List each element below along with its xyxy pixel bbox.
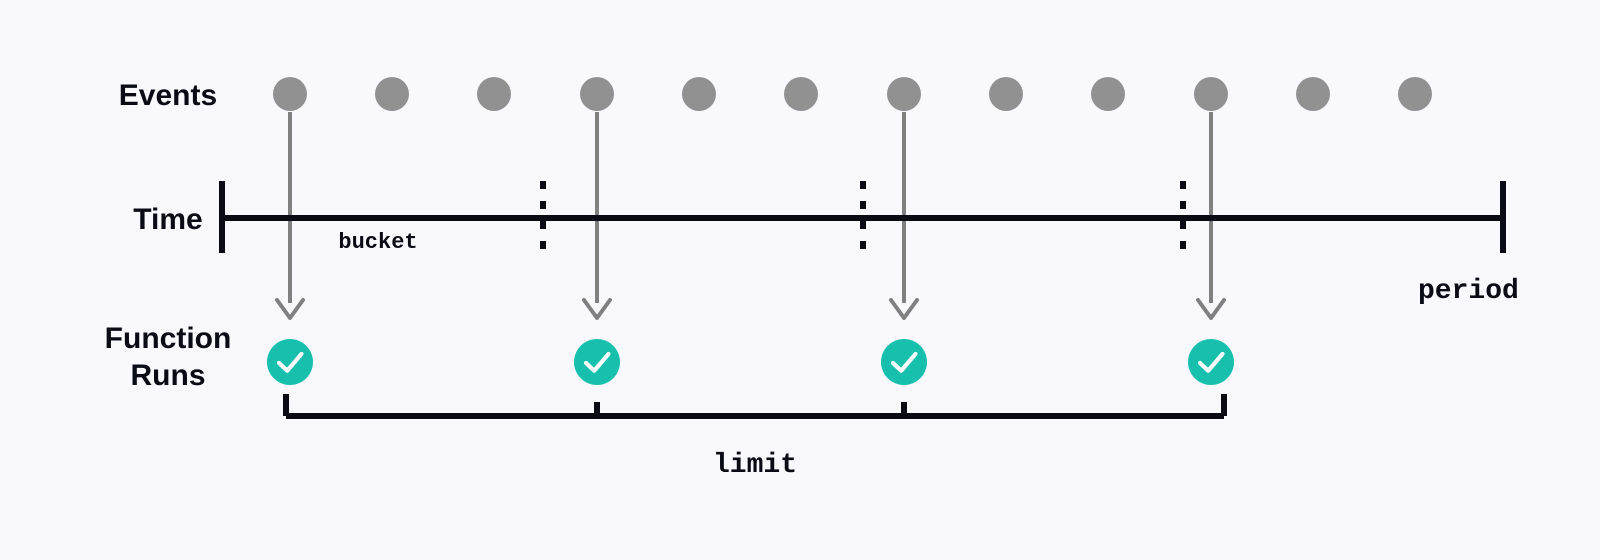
- period-label: period: [1418, 276, 1519, 307]
- function-run-circles-group: [267, 339, 1234, 385]
- event-dot: [682, 77, 716, 111]
- check-icon: [276, 351, 304, 373]
- check-icon: [583, 351, 611, 373]
- check-icon: [890, 351, 918, 373]
- function-run-circle: [881, 339, 927, 385]
- row-label-time: Time: [133, 203, 202, 236]
- event-dot: [273, 77, 307, 111]
- event-dot: [1296, 77, 1330, 111]
- event-dot: [887, 77, 921, 111]
- event-arrows-group: [275, 112, 1226, 320]
- row-label-function-runs-line2: Runs: [131, 359, 206, 392]
- function-run-circle: [267, 339, 313, 385]
- function-run-marker[interactable]: [1188, 339, 1234, 385]
- function-run-marker[interactable]: [267, 339, 313, 385]
- function-run-circle: [574, 339, 620, 385]
- event-dot: [784, 77, 818, 111]
- row-label-events: Events: [119, 79, 217, 112]
- event-dot: [375, 77, 409, 111]
- check-icon: [1197, 351, 1225, 373]
- arrow-head-icon: [1196, 298, 1226, 320]
- event-dot: [477, 77, 511, 111]
- event-dot: [580, 77, 614, 111]
- arrow-head-icon: [582, 298, 612, 320]
- limit-bracket-group: [283, 394, 1227, 419]
- event-dot: [1194, 77, 1228, 111]
- arrow-head-icon: [275, 298, 305, 320]
- event-dot: [1091, 77, 1125, 111]
- time-axis-group: [219, 181, 1506, 253]
- function-run-marker[interactable]: [881, 339, 927, 385]
- event-dot: [989, 77, 1023, 111]
- event-dots-group: [273, 77, 1432, 111]
- function-run-circle: [1188, 339, 1234, 385]
- arrow-head-icon: [889, 298, 919, 320]
- row-label-function-runs-line1: Function: [105, 322, 232, 355]
- bucket-dividers-group: [540, 181, 1186, 253]
- bucket-label: bucket: [338, 230, 417, 255]
- function-run-marker[interactable]: [574, 339, 620, 385]
- limit-label: limit: [713, 450, 797, 481]
- event-dot: [1398, 77, 1432, 111]
